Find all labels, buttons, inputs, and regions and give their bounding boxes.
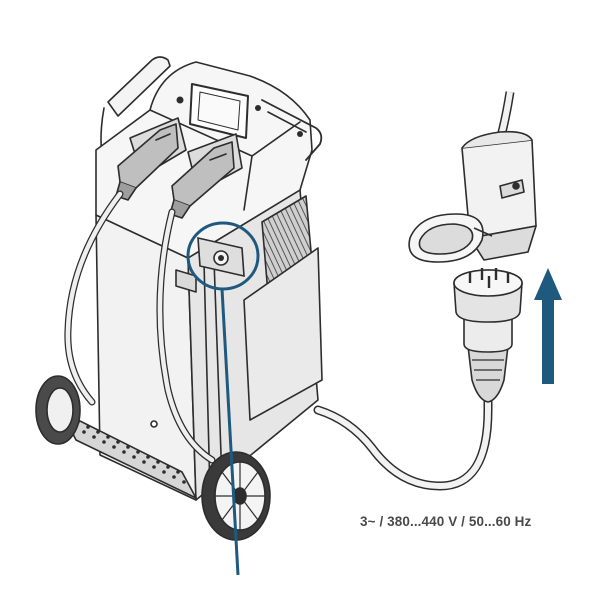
charger-inlet-icon: [197, 236, 245, 278]
supply-cable: [313, 395, 493, 491]
cee-plug-icon: [453, 268, 523, 403]
supply-spec-label: 3~ / 380...440 V / 50...60 Hz: [360, 514, 532, 529]
callout-circle-icon: [186, 221, 260, 576]
arrow-up-icon: [534, 268, 562, 384]
mobile-charger-station-icon: [35, 56, 323, 541]
cee-socket-icon: [408, 91, 537, 263]
